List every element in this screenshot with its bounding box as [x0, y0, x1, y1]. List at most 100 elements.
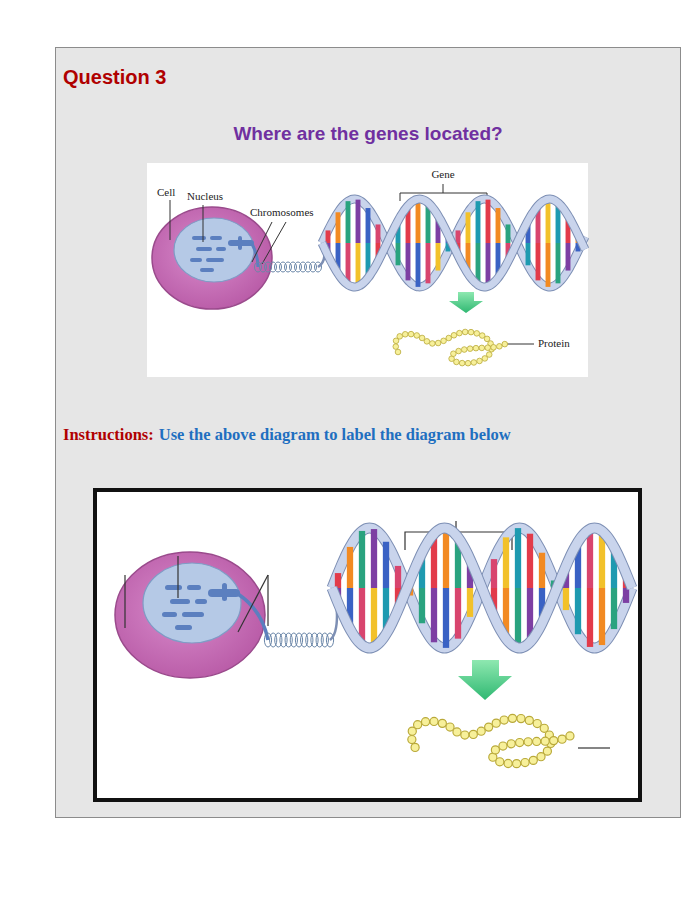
amino-acid-bead [430, 717, 438, 725]
base [356, 243, 361, 286]
amino-acid-bead [471, 360, 477, 366]
amino-acid-bead [456, 348, 462, 354]
back-strand [322, 199, 585, 287]
arrow-down [449, 292, 483, 313]
base [506, 224, 511, 243]
labelling-picture [95, 490, 640, 800]
base [623, 588, 629, 603]
base [546, 243, 551, 287]
base [455, 588, 461, 639]
amino-acid-bead [414, 333, 420, 339]
amino-acid-bead [499, 742, 507, 750]
base [467, 588, 473, 617]
base [599, 588, 605, 645]
amino-acid-bead [485, 723, 493, 731]
amino-acid-bead [491, 746, 499, 754]
amino-acid-bead [558, 735, 566, 743]
amino-acid-bead [504, 759, 512, 767]
worksheet-panel [56, 48, 681, 818]
base [563, 588, 569, 610]
base [526, 243, 531, 265]
amino-acid-bead [414, 721, 422, 729]
amino-acid-bead [408, 735, 416, 743]
base [395, 566, 401, 588]
amino-acid-bead [477, 727, 485, 735]
amino-acid-bead [525, 716, 533, 724]
base [515, 588, 521, 648]
protein-chain [393, 329, 508, 366]
amino-acid-bead [461, 731, 469, 739]
amino-acid-bead [521, 759, 529, 767]
amino-acid-bead [550, 737, 558, 745]
base [396, 243, 401, 265]
base [371, 529, 377, 588]
amino-acid-bead [430, 341, 436, 347]
amino-acid-bead [516, 738, 524, 746]
part-label: Gene [431, 168, 454, 181]
amino-acid-bead [459, 360, 465, 366]
amino-acid-bead [497, 344, 503, 350]
base [443, 528, 449, 588]
chromosomes [162, 583, 240, 630]
base [376, 224, 381, 243]
amino-acid-bead [435, 340, 441, 346]
cell-membrane [115, 552, 265, 678]
base [496, 208, 501, 243]
base [566, 243, 571, 271]
base [587, 529, 593, 588]
amino-acid-bead [424, 339, 430, 345]
base [346, 201, 351, 243]
amino-acid-bead [468, 329, 474, 335]
amino-acid-bead [524, 738, 532, 746]
base [356, 200, 361, 243]
amino-acid-bead [517, 715, 525, 723]
amino-acid-bead [469, 730, 477, 738]
base [431, 588, 437, 642]
amino-acid-bead [492, 719, 500, 727]
coiled-dna [264, 633, 333, 647]
amino-acid-bead [502, 341, 508, 347]
amino-acid-bead [566, 732, 574, 740]
protein-chain [408, 714, 574, 767]
part-label: Cell [157, 186, 175, 199]
base [466, 212, 471, 243]
part-label: Nucleus [187, 190, 223, 203]
base [406, 243, 411, 280]
base [383, 542, 389, 588]
base [456, 230, 461, 243]
amino-acid-bead [393, 344, 399, 350]
part-label: Chromosomes [250, 206, 314, 219]
amino-acid-bead [482, 356, 488, 362]
amino-acid-bead [408, 331, 414, 337]
front-strand [322, 199, 585, 287]
base [359, 531, 365, 588]
base [336, 212, 341, 243]
amino-acid-bead [500, 716, 508, 724]
amino-acid-bead [446, 335, 452, 341]
base [539, 553, 545, 588]
amino-acid-bead [473, 345, 479, 351]
question-number: Question 3 [63, 66, 166, 89]
base [503, 537, 509, 588]
base [443, 588, 449, 648]
amino-acid-bead [453, 728, 461, 736]
front-strand [322, 199, 585, 287]
base [347, 547, 353, 588]
front-strand [332, 528, 632, 648]
base [527, 534, 533, 588]
base [575, 588, 581, 634]
base [366, 208, 371, 243]
reference-picture [147, 163, 588, 377]
amino-acid-bead [474, 331, 480, 337]
generated-strokes [255, 199, 633, 768]
part-label: Protein [538, 337, 570, 350]
amino-acid-bead [397, 334, 403, 340]
base [426, 243, 431, 283]
chromosome-strand [238, 594, 268, 640]
amino-acid-bead [457, 330, 463, 336]
arrow-down [458, 660, 512, 700]
coiled-dna [255, 262, 322, 272]
base [556, 243, 561, 283]
base [335, 573, 341, 588]
